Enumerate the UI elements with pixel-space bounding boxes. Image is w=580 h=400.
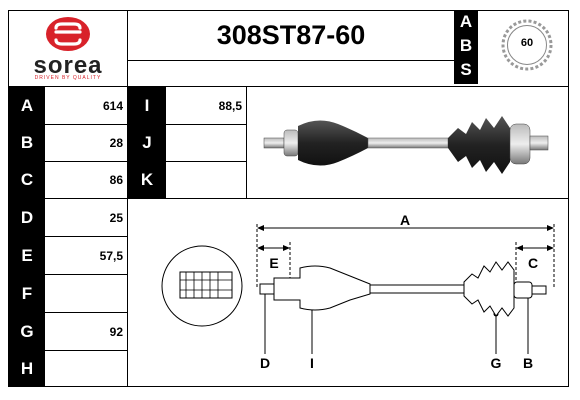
dim-label-f: F	[9, 275, 45, 312]
brand-name: sorea	[33, 52, 103, 79]
abs-letter-a: A	[459, 12, 473, 31]
abs-ring: 60	[500, 18, 554, 72]
dim-label-b: B	[9, 125, 45, 161]
abs-teeth-count: 60	[520, 37, 534, 49]
dim-value-i: 88,5	[218, 98, 242, 113]
drive-shaft-photo	[258, 100, 558, 190]
dim-value-c: 86	[109, 173, 123, 187]
diagram-label-a: A	[400, 212, 410, 228]
logo-oval	[46, 17, 90, 51]
drive-shaft-diagram: A E C D I G B	[161, 212, 555, 371]
diagram-label-g: G	[491, 355, 502, 371]
diagram-label-b: B	[523, 355, 533, 371]
dim-label-k: K	[128, 162, 166, 198]
dim-value-k	[167, 162, 242, 198]
diagram-label-c: C	[528, 255, 538, 271]
abs-label-column: A B S	[454, 10, 478, 84]
abs-gear-icon	[501, 19, 553, 71]
dim-label-e: E	[9, 237, 45, 274]
brand-tagline: DRIVEN BY QUALITY	[34, 75, 102, 81]
part-number: 308ST87-60	[216, 19, 366, 50]
dim-value-a: 614	[102, 98, 123, 113]
dim-label-j: J	[128, 125, 166, 161]
dimension-diagram: A E C D I G B	[150, 204, 564, 384]
abs-letter-s: S	[460, 60, 472, 79]
diagram-label-e: E	[269, 255, 278, 271]
dim-value-f	[46, 275, 123, 312]
dim-label-h: H	[9, 351, 45, 386]
dim-value-d: 25	[109, 210, 123, 225]
spline-detail-view	[161, 245, 243, 327]
dim-label-a: A	[9, 87, 45, 124]
dim-label-c: C	[9, 162, 45, 198]
diagram-label-d: D	[260, 355, 270, 371]
diagram-label-i: I	[310, 355, 314, 371]
dim-label-g: G	[9, 313, 45, 350]
dim-value-e: 57,5	[99, 248, 123, 263]
abs-letter-b: B	[459, 36, 473, 55]
dim-value-g: 92	[109, 324, 123, 339]
dim-label-i: I	[128, 87, 166, 124]
brand-logo: sorea DRIVEN BY QUALITY	[10, 12, 126, 82]
dim-value-h	[46, 351, 123, 386]
dim-value-j	[167, 125, 242, 161]
dim-label-d: D	[9, 199, 45, 236]
dim-value-b: 28	[109, 136, 123, 150]
